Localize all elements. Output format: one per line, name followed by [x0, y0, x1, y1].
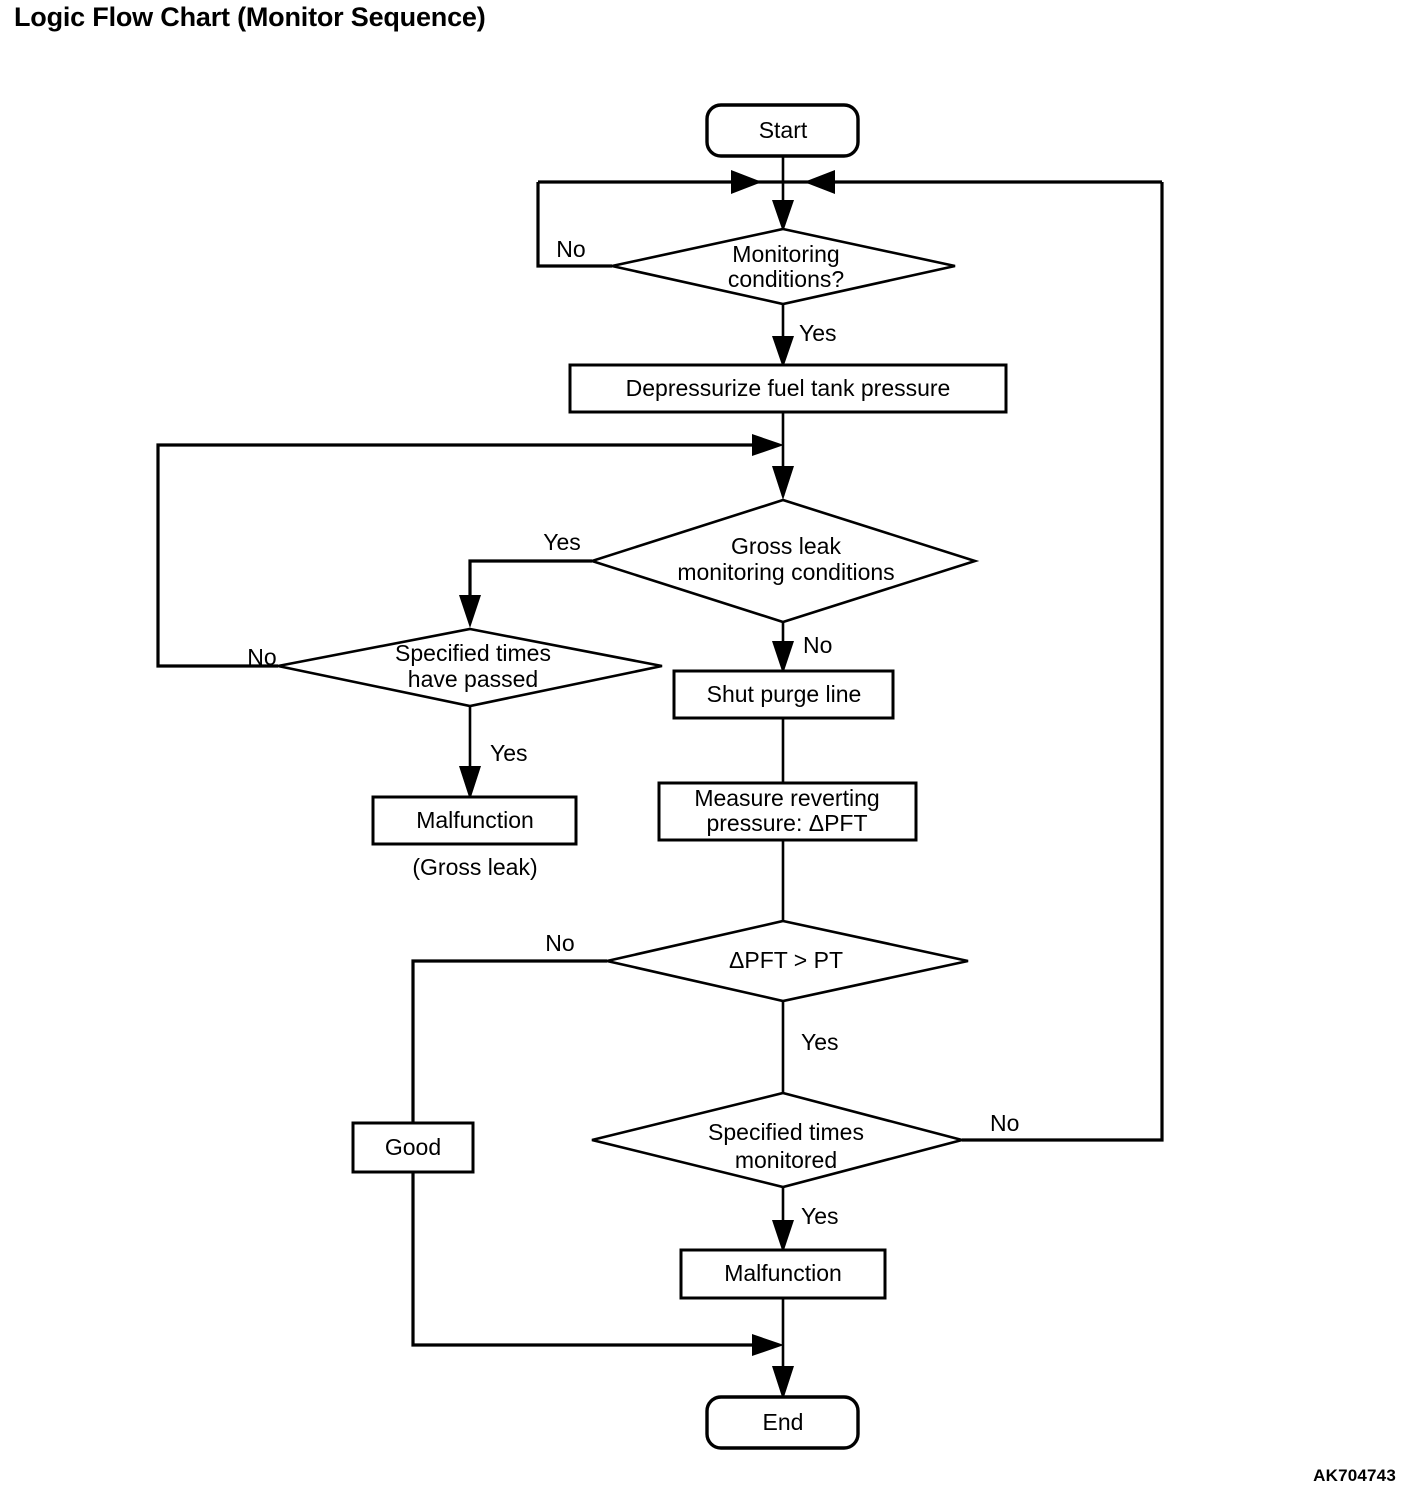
depressurize-label: Depressurize fuel tank pressure — [626, 375, 951, 401]
connector-monitoring-no-loop — [536, 182, 612, 268]
specified-times-monitored-shape — [591, 1091, 968, 1189]
good-shape — [351, 1121, 475, 1174]
specified-passed-label-line2: have passed — [408, 666, 538, 692]
arrow-head-junction-right — [804, 170, 835, 194]
node-dpft-gt-pt[interactable]: ΔPFT > PT — [606, 919, 969, 1003]
node-shut-purge-line[interactable]: Shut purge line — [672, 669, 895, 720]
specified-monitored-label-line2: monitored — [735, 1147, 837, 1173]
edge-label-monitoring-no: No — [556, 236, 585, 262]
arrow-head-loop-return-grossleak — [752, 434, 784, 456]
shut-purge-label: Shut purge line — [707, 681, 862, 707]
malfunction-gross-label: Malfunction — [416, 807, 534, 833]
malfunction-shape — [679, 1248, 887, 1300]
edge-label-grossleak-yes: Yes — [543, 529, 581, 555]
measure-reverting-label-line2: pressure: ΔPFT — [706, 810, 867, 836]
arrow-head-to-end — [772, 1366, 794, 1400]
node-monitoring-conditions[interactable]: Monitoring conditions? — [611, 227, 956, 306]
start-label: Start — [759, 117, 808, 143]
node-gross-leak-conditions[interactable]: Gross leak monitoring conditions — [587, 498, 980, 624]
specified-times-passed-shape — [277, 627, 663, 708]
start-shape — [705, 103, 860, 158]
arrow-head-to-specified-passed — [459, 595, 481, 628]
edge-label-specified-monitored-no: No — [990, 1110, 1019, 1136]
node-start[interactable]: Start — [705, 103, 860, 158]
arrow-head-to-monitoring — [772, 200, 794, 232]
measure-reverting-label-line1: Measure reverting — [694, 785, 879, 811]
watermark: AK704743 — [1313, 1466, 1396, 1485]
arrow-head-to-shutpurge — [772, 641, 794, 674]
edge-label-grossleak-no: No — [803, 632, 832, 658]
dpft-gt-pt-shape — [606, 919, 969, 1003]
edge-label-specified-passed-yes: Yes — [490, 740, 528, 766]
connector-grossleak-yes — [468, 559, 592, 600]
page-title: Logic Flow Chart (Monitor Sequence) — [14, 2, 486, 32]
edge-label-dpft-no: No — [545, 930, 574, 956]
connector-dpft-no — [411, 959, 607, 1123]
specified-monitored-label-line1: Specified times — [708, 1119, 864, 1145]
node-specified-times-monitored[interactable]: Specified times monitored — [591, 1091, 968, 1189]
edge-label-monitoring-yes: Yes — [799, 320, 837, 346]
end-shape — [705, 1395, 860, 1450]
depressurize-shape — [568, 363, 1008, 414]
node-end[interactable]: End — [705, 1395, 860, 1450]
node-good[interactable]: Good — [351, 1121, 475, 1174]
connector-specified-passed-no-loop — [156, 443, 760, 668]
gross-leak-conditions-shape — [587, 498, 980, 624]
end-label: End — [763, 1409, 804, 1435]
malfunction-label: Malfunction — [724, 1260, 842, 1286]
specified-passed-label-line1: Specified times — [395, 640, 551, 666]
node-malfunction-gross-leak[interactable]: Malfunction — [371, 795, 578, 846]
gross-leak-label-line2: monitoring conditions — [677, 559, 894, 585]
edge-label-dpft-yes: Yes — [801, 1029, 839, 1055]
arrow-head-junction-left — [731, 170, 762, 194]
monitoring-conditions-label-line1: Monitoring — [732, 241, 839, 267]
gross-leak-label-line1: Gross leak — [731, 533, 841, 559]
arrow-head-to-malfunction — [772, 1220, 794, 1253]
node-specified-times-passed[interactable]: Specified times have passed — [277, 627, 663, 708]
monitoring-conditions-shape — [611, 227, 956, 306]
connector-good-to-merge — [411, 1172, 760, 1347]
edge-label-specified-monitored-yes: Yes — [801, 1203, 839, 1229]
good-label: Good — [385, 1134, 441, 1160]
arrow-head-to-malfunction-gross — [459, 766, 481, 800]
node-depressurize[interactable]: Depressurize fuel tank pressure — [568, 363, 1008, 414]
monitoring-conditions-label-line2: conditions? — [728, 266, 844, 292]
arrow-head-to-grossleak — [772, 466, 794, 500]
measure-reverting-shape — [657, 781, 918, 842]
connector-specified-monitored-no-loop — [962, 182, 1164, 1142]
arrow-head-to-depressurize — [772, 336, 794, 368]
arrow-head-bottom-merge — [752, 1334, 784, 1356]
gross-leak-caption: (Gross leak) — [412, 854, 537, 880]
edge-label-specified-passed-no: No — [247, 644, 276, 670]
malfunction-gross-shape — [371, 795, 578, 846]
shut-purge-shape — [672, 669, 895, 720]
node-measure-reverting-pressure[interactable]: Measure reverting pressure: ΔPFT — [657, 781, 918, 842]
dpft-gt-pt-label: ΔPFT > PT — [729, 947, 843, 973]
node-malfunction[interactable]: Malfunction — [679, 1248, 887, 1300]
